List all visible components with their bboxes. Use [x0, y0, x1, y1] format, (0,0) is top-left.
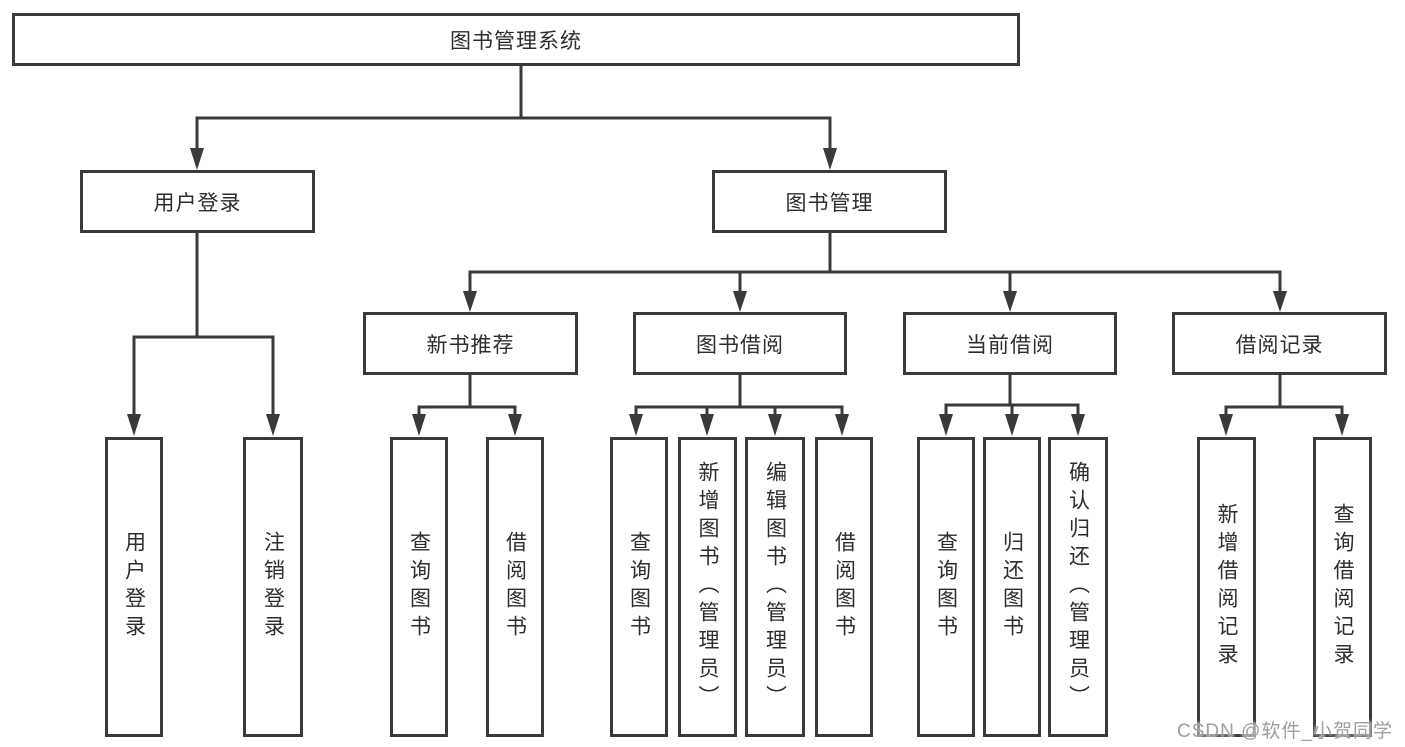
leaf-borrow-books: 借阅图书 — [815, 437, 873, 737]
leaf-user-login: 用户登录 — [105, 437, 163, 737]
leaf-query-books-borrow: 查询图书 — [610, 437, 668, 737]
leaf-return-books: 归还图书 — [983, 437, 1041, 737]
leaf-query-books-borrow-label: 查询图书 — [627, 531, 651, 643]
node-book-borrow: 图书借阅 — [633, 312, 847, 375]
leaf-add-books-admin-label: 新增图书（管理员） — [696, 461, 719, 713]
node-book-management: 图书管理 — [712, 170, 947, 233]
leaf-user-login-label: 用户登录 — [122, 531, 146, 643]
node-new-book-recommend: 新书推荐 — [363, 312, 578, 375]
leaf-add-books-admin: 新增图书（管理员） — [678, 437, 737, 737]
leaf-edit-books-admin-label: 编辑图书（管理员） — [763, 461, 787, 713]
leaf-logout-label: 注销登录 — [261, 531, 285, 643]
csdn-watermark: CSDN @软件_小贺同学 — [1177, 721, 1393, 742]
node-borrow-records: 借阅记录 — [1172, 312, 1387, 375]
node-user-login: 用户登录 — [80, 170, 315, 233]
node-current-borrow-label: 当前借阅 — [966, 333, 1054, 357]
leaf-return-books-label: 归还图书 — [1000, 531, 1024, 643]
node-root-system: 图书管理系统 — [12, 13, 1020, 66]
leaf-logout: 注销登录 — [243, 437, 303, 737]
node-current-borrow: 当前借阅 — [903, 312, 1117, 375]
leaf-query-borrow-record: 查询借阅记录 — [1313, 437, 1372, 737]
node-user-login-label: 用户登录 — [153, 191, 242, 215]
leaf-query-books-current: 查询图书 — [917, 437, 975, 737]
leaf-borrow-books-recommend: 借阅图书 — [486, 437, 544, 737]
leaf-confirm-return-admin: 确认归还（管理员） — [1048, 437, 1108, 737]
node-book-management-label: 图书管理 — [785, 191, 874, 215]
node-root-label: 图书管理系统 — [450, 29, 582, 53]
node-borrow-records-label: 借阅记录 — [1235, 333, 1324, 357]
leaf-query-books-current-label: 查询图书 — [934, 531, 958, 643]
leaf-query-borrow-record-label: 查询借阅记录 — [1331, 503, 1354, 671]
node-book-borrow-label: 图书借阅 — [696, 333, 784, 357]
leaf-borrow-books-label: 借阅图书 — [832, 531, 856, 643]
leaf-confirm-return-admin-label: 确认归还（管理员） — [1066, 461, 1090, 713]
leaf-edit-books-admin: 编辑图书（管理员） — [745, 437, 805, 737]
leaf-query-books-recommend: 查询图书 — [390, 437, 448, 737]
node-new-book-recommend-label: 新书推荐 — [426, 333, 515, 357]
leaf-add-borrow-record-label: 新增借阅记录 — [1215, 503, 1238, 671]
leaf-query-books-recommend-label: 查询图书 — [407, 531, 431, 643]
leaf-add-borrow-record: 新增借阅记录 — [1197, 437, 1256, 737]
leaf-borrow-books-recommend-label: 借阅图书 — [503, 531, 527, 643]
